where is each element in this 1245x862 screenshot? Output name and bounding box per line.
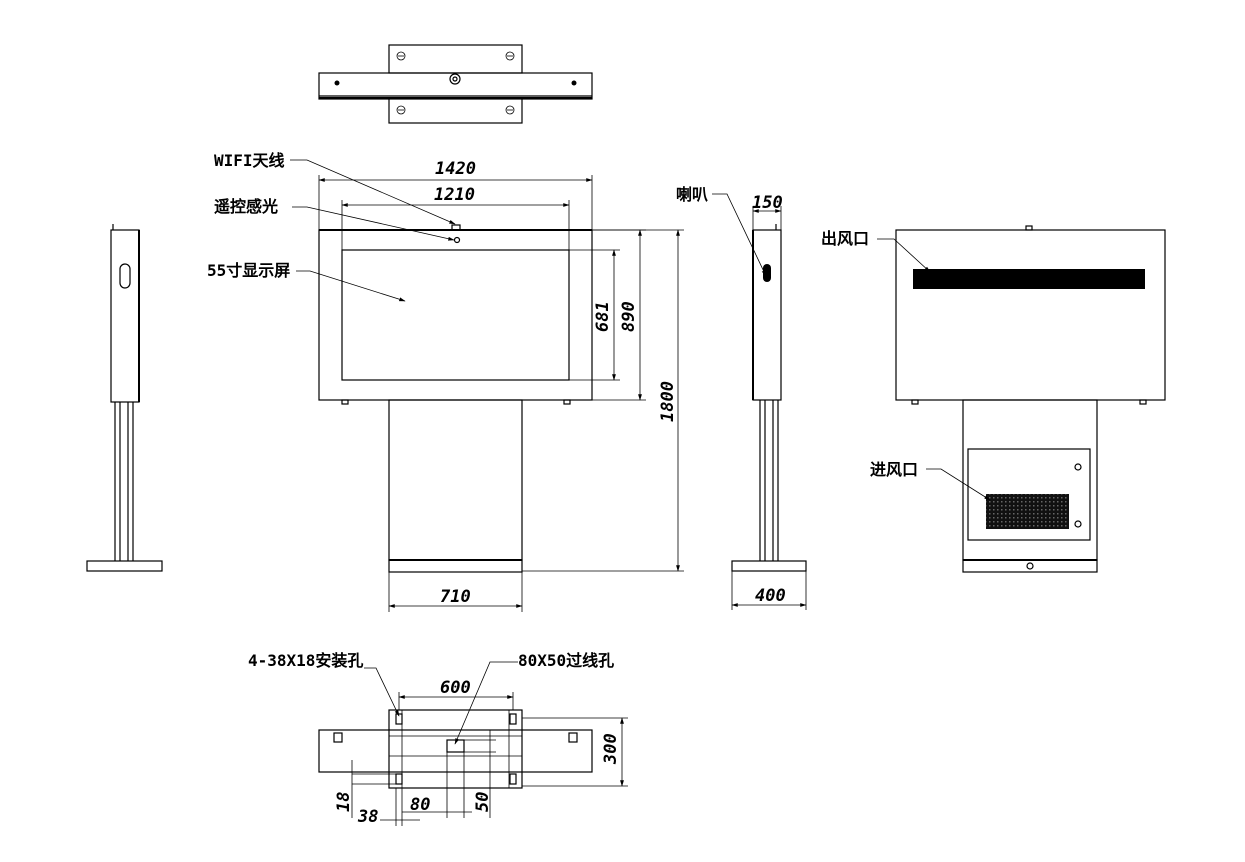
front-view: [318, 224, 593, 573]
dim-mount-spacing: 600: [440, 678, 471, 698]
front-dimensions: 1420 1210 681 890 1800 710: [318, 159, 684, 612]
dim-screen-height: 681: [593, 301, 613, 332]
left-side-view: [86, 224, 163, 572]
dim-depth: 150: [752, 193, 783, 213]
dim-cabinet-height: 890: [619, 301, 639, 332]
dim-screen-width: 1210: [434, 185, 475, 205]
inlet-vent: [986, 494, 1069, 529]
dim-80: 80: [410, 795, 430, 815]
label-cable-hole: 80X50过线孔: [518, 651, 614, 670]
dim-stand-width: 710: [440, 587, 471, 607]
mount-view: 600 300 18 38 80 50 4-38X18安装孔 80X50过线孔: [248, 651, 628, 827]
top-view: [318, 44, 593, 124]
dim-50: 50: [473, 792, 493, 812]
dim-mount-depth: 300: [601, 733, 621, 765]
label-air-outlet: 出风口: [821, 229, 869, 248]
dim-38: 38: [357, 807, 378, 827]
label-screen: 55寸显示屏: [207, 261, 290, 280]
label-speaker: 喇叭: [676, 185, 708, 204]
outlet-vent: [913, 269, 1145, 289]
rear-view: 出风口 进风口: [821, 225, 1166, 573]
label-remote-sensor: 遥控感光: [214, 197, 278, 216]
label-air-inlet: 进风口: [870, 460, 918, 479]
label-mount-holes: 4-38X18安装孔: [248, 651, 363, 670]
front-labels: WIFI天线 遥控感光 55寸显示屏: [207, 151, 456, 302]
label-wifi-antenna: WIFI天线: [214, 151, 285, 170]
dim-base-depth: 400: [755, 586, 786, 606]
dim-overall-width: 1420: [435, 159, 476, 179]
right-side-view: 150 400 喇叭: [676, 185, 807, 610]
dim-18: 18: [334, 792, 354, 812]
dim-total-height: 1800: [658, 381, 678, 422]
